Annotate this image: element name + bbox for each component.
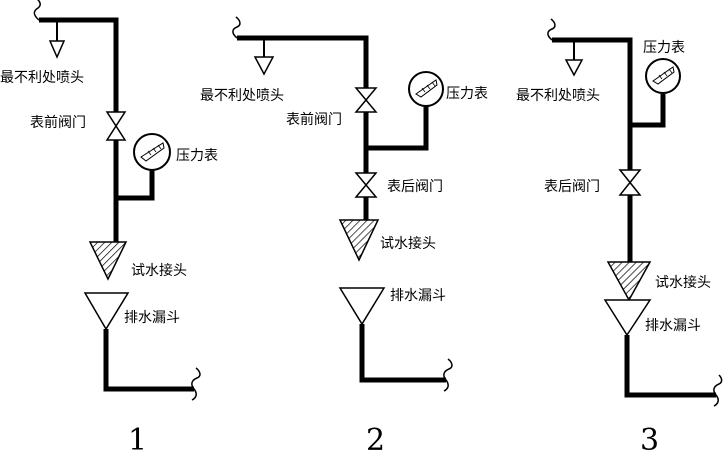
sprinkler-head-icon	[253, 56, 275, 76]
pipe-network-3	[552, 37, 716, 398]
valve-icon	[105, 111, 127, 141]
valve-icon	[354, 172, 378, 198]
label-rear-valve: 表后阀门	[387, 179, 443, 195]
label-test-connector: 试水接头	[655, 274, 711, 291]
label-rear-valve: 表后阀门	[544, 179, 600, 195]
valve-icon	[354, 87, 378, 113]
label-pressure-gauge: 压力表	[176, 148, 218, 164]
label-pressure-gauge: 压力表	[446, 86, 488, 102]
label-front-valve: 表前阀门	[286, 111, 342, 128]
pipe-network-1	[39, 17, 194, 392]
label-sprinkler: 最不利处喷头	[516, 88, 600, 104]
diagram-number: 1	[128, 423, 147, 458]
diagram-number: 2	[366, 423, 385, 458]
label-test-connector: 试水接头	[380, 235, 436, 252]
diagram-number: 3	[640, 423, 659, 458]
diagram-3: 最不利处喷头 压力表 表后阀门 试水接头 排水漏斗 3	[516, 18, 723, 458]
label-pressure-gauge: 压力表	[643, 40, 685, 56]
label-front-valve: 表前阀门	[30, 114, 86, 131]
label-sprinkler: 最不利处喷头	[200, 88, 284, 104]
test-connector-icon	[338, 219, 380, 262]
pressure-gauge-icon	[408, 71, 444, 107]
drain-funnel-icon	[83, 292, 130, 331]
pressure-gauge-icon	[645, 58, 681, 94]
pipe-break-icon	[443, 358, 453, 392]
label-test-connector: 试水接头	[131, 262, 187, 279]
valve-icon	[618, 169, 642, 196]
test-connector-icon	[606, 261, 652, 302]
label-drain-funnel: 排水漏斗	[390, 288, 446, 304]
pipe-break-icon	[232, 16, 241, 39]
pipe-break-icon	[547, 18, 556, 41]
test-connector-icon	[88, 241, 128, 281]
pipe-break-icon	[713, 374, 723, 407]
drain-funnel-icon	[603, 299, 652, 337]
drain-funnel-icon	[338, 287, 386, 326]
pressure-gauge-icon	[133, 133, 171, 171]
sprinkler-head-icon	[564, 59, 584, 77]
label-drain-funnel: 排水漏斗	[124, 310, 180, 326]
sprinkler-head-icon	[48, 40, 66, 59]
pipe-network-2	[237, 35, 446, 383]
diagram-2: 最不利处喷头 表前阀门 压力表 表后阀门 试水接头 排水漏斗 2	[200, 16, 488, 458]
label-drain-funnel: 排水漏斗	[645, 318, 701, 334]
pipe-break-icon	[191, 367, 201, 401]
diagram-1: 最不利处喷头 表前阀门 压力表 试水接头 排水漏斗 1	[0, 0, 218, 458]
label-sprinkler: 最不利处喷头	[0, 70, 84, 86]
pipe-break-icon	[33, 0, 41, 21]
